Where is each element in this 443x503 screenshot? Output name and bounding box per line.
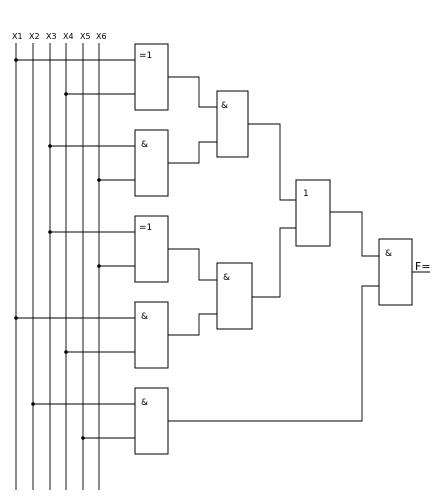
gate-g7-and: & [216, 262, 253, 330]
gate-g2-and: & [134, 129, 169, 197]
input-label-x4: X4 [63, 32, 74, 41]
gate-g8-symbol: 1 [303, 189, 309, 199]
input-label-x1: X1 [12, 32, 23, 41]
gate-g4-symbol: & [141, 312, 148, 322]
gate-g5-and: & [134, 387, 169, 455]
junction-dots [14, 58, 101, 440]
gate-g8-or: 1 [295, 179, 331, 247]
gate-g6-symbol: & [221, 101, 228, 111]
interconnect-wires [168, 76, 430, 422]
input-label-x3: X3 [46, 32, 57, 41]
gate-g2-symbol: & [141, 140, 148, 150]
input-label-x6: X6 [96, 32, 107, 41]
gate-g9-symbol: & [385, 249, 392, 259]
output-label: F= [415, 260, 431, 273]
input-label-x5: X5 [80, 32, 91, 41]
gate-g3-symbol: =1 [139, 223, 152, 233]
gate-g3-xor: =1 [134, 215, 169, 283]
gate-g7-symbol: & [223, 273, 230, 283]
gate-g1-symbol: =1 [139, 51, 152, 61]
gate-g5-symbol: & [141, 398, 148, 408]
input-taps [16, 59, 135, 439]
gate-g6-and: & [216, 90, 249, 158]
input-label-x2: X2 [29, 32, 40, 41]
gate-g4-and: & [134, 301, 169, 369]
gate-g1-xor: =1 [134, 43, 169, 111]
gate-g9-and: & [378, 238, 413, 306]
